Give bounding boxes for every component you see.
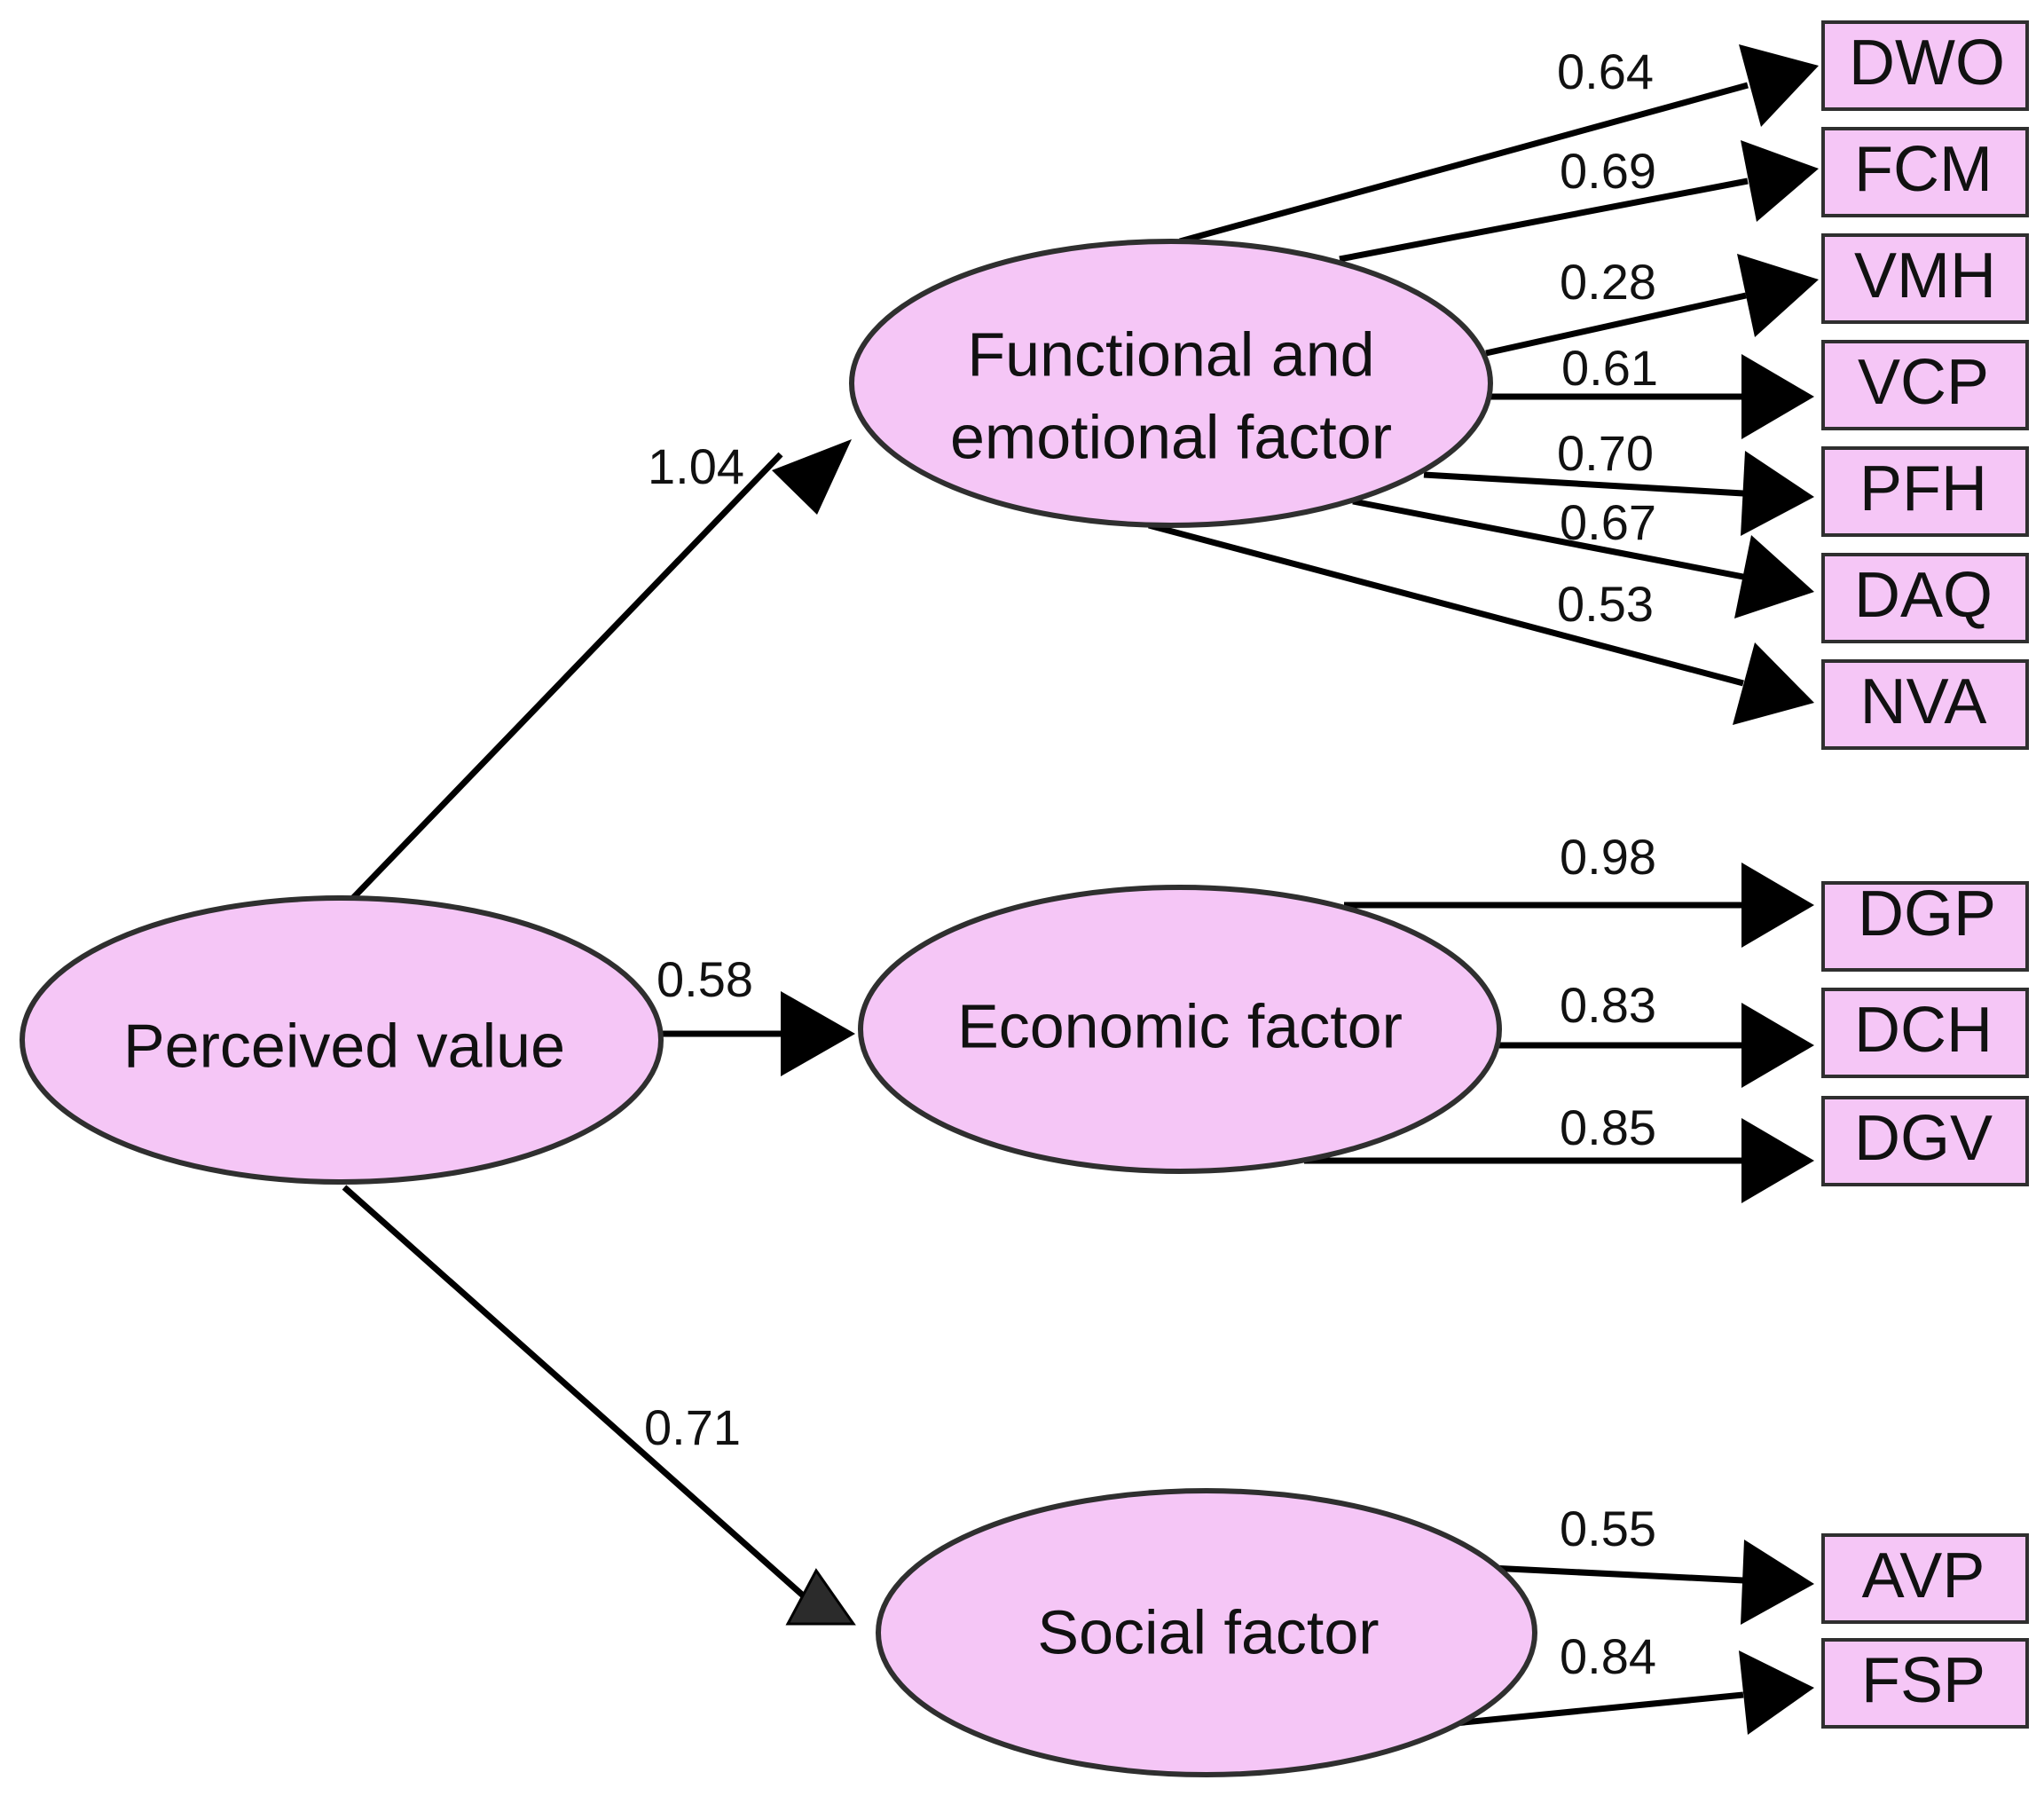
node-functional-emotional: Functional and emotional factor xyxy=(849,239,1493,528)
indicator-DAQ: DAQ xyxy=(1821,553,2029,643)
path-coefficient-labels: 1.04 0.58 0.71 xyxy=(644,438,753,1455)
indicator-FSP-label: FSP xyxy=(1861,1645,1985,1716)
coefficient-social: 0.71 xyxy=(644,1399,741,1455)
indicator-FCM: FCM xyxy=(1821,127,2029,217)
loading-DGP: 0.98 xyxy=(1560,829,1656,885)
indicator-DAQ-label: DAQ xyxy=(1854,560,1993,631)
loading-arrow-VCP xyxy=(1490,354,1814,439)
node-perceived-value: Perceived value xyxy=(20,895,664,1185)
social-factor-label: Social factor xyxy=(1037,1597,1379,1666)
indicator-FSP: FSP xyxy=(1821,1638,2029,1729)
loading-arrow-VMH xyxy=(1485,254,1819,357)
loading-labels: 0.64 0.69 0.28 0.61 0.70 0.67 0.53 0.98 … xyxy=(1557,43,1658,1684)
indicator-AVP-label: AVP xyxy=(1862,1540,1985,1611)
indicator-VCP-label: VCP xyxy=(1858,347,1989,418)
loading-VMH: 0.28 xyxy=(1560,254,1656,310)
loading-DAQ: 0.67 xyxy=(1560,494,1656,550)
path-perceived-to-economic xyxy=(661,991,855,1076)
coefficient-economic: 0.58 xyxy=(656,951,753,1007)
node-social-factor: Social factor xyxy=(876,1488,1537,1777)
indicator-VMH: VMH xyxy=(1821,233,2029,324)
loading-arrow-DWO xyxy=(1179,44,1819,245)
indicator-AVP: AVP xyxy=(1821,1533,2029,1624)
path-perceived-to-functional xyxy=(348,439,852,903)
indicator-FCM-label: FCM xyxy=(1854,134,1993,205)
loading-VCP: 0.61 xyxy=(1561,340,1658,396)
loading-DWO: 0.64 xyxy=(1557,43,1654,99)
loading-arrow-FCM xyxy=(1339,140,1819,263)
indicator-DWO-label: DWO xyxy=(1849,28,2005,98)
indicator-PFH-label: PFH xyxy=(1859,453,1987,524)
loading-arrow-NVA xyxy=(1148,522,1814,725)
indicator-VCP: VCP xyxy=(1821,340,2029,430)
indicator-boxes: DWO FCM VMH VCP PFH DAQ NVA DGP xyxy=(1821,20,2029,1729)
indicator-NVA-label: NVA xyxy=(1860,666,1987,737)
measurement-paths xyxy=(1148,44,1819,1735)
economic-factor-label: Economic factor xyxy=(957,991,1403,1060)
loading-FCM: 0.69 xyxy=(1560,143,1656,199)
loading-arrow-DAQ xyxy=(1352,498,1814,618)
loading-arrow-DGP xyxy=(1344,863,1814,948)
loading-arrow-DCH xyxy=(1499,1003,1814,1088)
structural-paths xyxy=(342,439,856,1626)
functional-emotional-label-line2: emotional factor xyxy=(950,402,1392,471)
functional-emotional-label-line1: Functional and xyxy=(967,319,1374,389)
indicator-DCH-label: DCH xyxy=(1854,995,1993,1066)
indicator-PFH: PFH xyxy=(1821,446,2029,537)
loading-PFH: 0.70 xyxy=(1557,425,1654,481)
node-economic-factor: Economic factor xyxy=(858,885,1502,1174)
loading-arrow-DGV xyxy=(1304,1118,1814,1203)
indicator-DWO: DWO xyxy=(1821,20,2029,111)
indicator-DGV: DGV xyxy=(1821,1096,2029,1186)
loading-FSP: 0.84 xyxy=(1560,1628,1656,1684)
indicator-DGP-label: DGP xyxy=(1858,878,1996,949)
indicator-DCH: DCH xyxy=(1821,988,2029,1078)
loading-NVA: 0.53 xyxy=(1557,576,1654,632)
loading-arrow-AVP xyxy=(1490,1540,1814,1625)
loading-DCH: 0.83 xyxy=(1560,977,1656,1033)
path-perceived-to-social xyxy=(342,1185,856,1626)
indicator-DGP: DGP xyxy=(1821,878,2029,972)
loading-DGV: 0.85 xyxy=(1560,1099,1656,1155)
loading-AVP: 0.55 xyxy=(1560,1501,1656,1556)
loading-arrow-PFH xyxy=(1423,451,1814,536)
coefficient-functional: 1.04 xyxy=(648,438,744,494)
perceived-value-label: Perceived value xyxy=(123,1011,565,1080)
loading-arrow-FSP xyxy=(1454,1650,1814,1735)
indicator-VMH-label: VMH xyxy=(1854,240,1996,311)
indicator-DGV-label: DGV xyxy=(1854,1103,1993,1174)
indicator-NVA: NVA xyxy=(1821,659,2029,750)
